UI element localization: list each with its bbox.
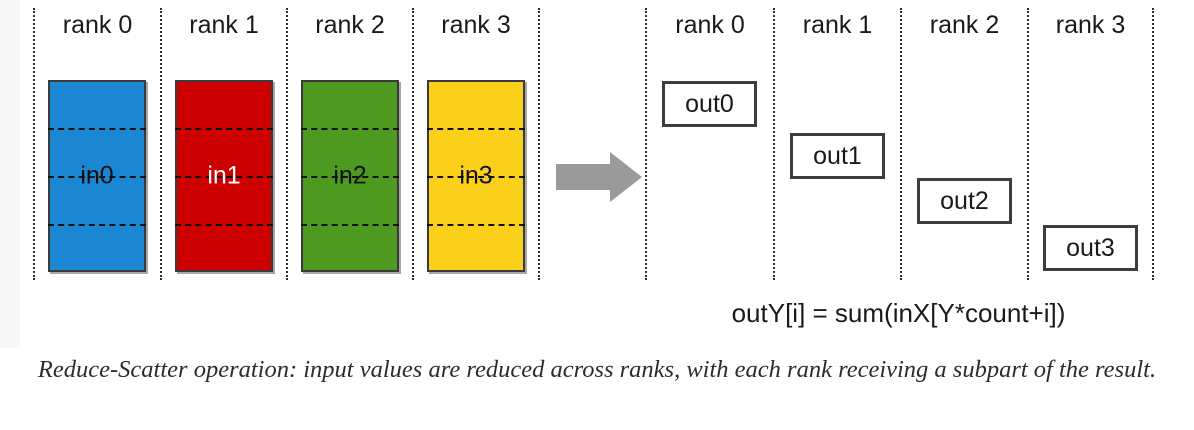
input-bar-rank-3: in3: [427, 80, 525, 272]
right-arrow-icon: [556, 152, 642, 202]
output-rank-divider-2: [900, 8, 902, 280]
input-rank-label-2: rank 2: [315, 11, 385, 39]
input-bar-0-label: in0: [80, 161, 114, 190]
output-rank-label-0: rank 0: [675, 11, 745, 39]
input-bar-3-segment-line-2: [427, 176, 525, 178]
input-rank-label-3: rank 3: [441, 11, 511, 39]
output-rank-divider-1: [773, 8, 775, 280]
output-rank-label-2: rank 2: [929, 11, 1000, 39]
input-bar-rank-2: in2: [301, 80, 399, 272]
input-bar-1-segment-line-3: [175, 224, 273, 226]
input-rank-label-1: rank 1: [189, 11, 259, 39]
input-bar-3-label: in3: [459, 161, 493, 190]
figure-left-edge-strip: [0, 0, 20, 348]
figure-caption: Reduce-Scatter operation: input values a…: [37, 356, 1157, 383]
input-rank-divider-3: [412, 8, 414, 280]
diagram-area: rank 0 rank 1 rank 2 rank 3 in0 in1 in2 …: [33, 8, 1154, 328]
input-bar-0-segment-line-1: [48, 128, 146, 130]
input-rank-divider-2: [286, 8, 288, 280]
input-bar-1-label: in1: [207, 161, 241, 190]
formula-text: outY[i] = sum(inX[Y*count+i]): [731, 298, 1066, 328]
input-bar-1-segment-line-1: [175, 128, 273, 130]
output-box-rank-0: out0: [662, 81, 757, 127]
input-bar-1-segment-line-2: [175, 176, 273, 178]
output-rank-label-3: rank 3: [1055, 11, 1126, 39]
input-bar-2-segment-line-2: [301, 176, 399, 178]
output-box-rank-2: out2: [917, 178, 1012, 224]
input-bar-3-segment-line-1: [427, 128, 525, 130]
output-rank-divider-3: [1027, 8, 1029, 280]
input-bar-2-segment-line-3: [301, 224, 399, 226]
input-rank-label-0: rank 0: [62, 11, 133, 39]
input-bar-2-label: in2: [333, 161, 367, 190]
output-rank-divider-4: [1152, 8, 1154, 280]
input-bar-0-segment-line-2: [48, 176, 146, 178]
input-rank-divider-4: [538, 8, 540, 280]
output-rank-divider-0: [645, 8, 647, 280]
input-bar-0-segment-line-3: [48, 224, 146, 226]
input-rank-divider-0: [33, 8, 35, 280]
output-box-rank-1: out1: [790, 133, 885, 179]
input-rank-divider-1: [160, 8, 162, 280]
input-bar-2-segment-line-1: [301, 128, 399, 130]
input-bar-rank-0: in0: [48, 80, 146, 272]
output-box-rank-3: out3: [1043, 225, 1138, 271]
output-rank-label-1: rank 1: [802, 11, 873, 39]
input-bar-3-segment-line-3: [427, 224, 525, 226]
input-bar-rank-1: in1: [175, 80, 273, 272]
